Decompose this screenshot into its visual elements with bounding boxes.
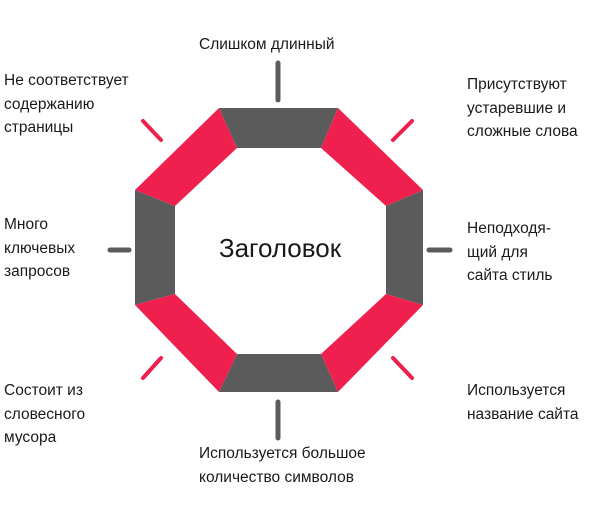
tick-top-right [391, 119, 414, 142]
tick-top-left [141, 119, 163, 142]
label-line: название сайта [467, 405, 579, 423]
tick-bottom-left [141, 356, 163, 380]
label-line: Состоит из [4, 382, 83, 399]
segment-top [219, 108, 338, 148]
label-line: запросов [4, 263, 71, 280]
label-line: Используется большое [199, 445, 366, 462]
label-line: содержанию [4, 95, 95, 113]
label-line: количество символов [199, 468, 354, 486]
label-bottom-right: Используется название сайта [467, 379, 579, 426]
label-line: сайта стиль [467, 267, 553, 284]
label-line: ключевых [4, 239, 76, 257]
label-line: сложные слова [467, 123, 578, 140]
label-line: Неподходя- [467, 220, 551, 237]
label-line: щий для [467, 243, 528, 261]
label-top-right: Присутствуют устаревшие и сложные слова [467, 73, 578, 144]
label-right: Неподходя- щий для сайта стиль [467, 217, 553, 288]
label-line: Слишком длинный [199, 36, 335, 53]
segment-top-left [135, 108, 237, 206]
label-line: Используется [467, 382, 566, 399]
label-line: мусора [4, 429, 57, 446]
label-line: словесного [4, 405, 86, 423]
label-line: Много [4, 216, 49, 233]
label-line: страницы [4, 119, 74, 136]
segment-bottom-right [321, 294, 423, 392]
segment-left [135, 190, 175, 305]
label-top: Слишком длинный [199, 33, 335, 57]
center-title: Заголовок [218, 233, 342, 263]
label-line: Присутствуют [467, 76, 567, 93]
label-line: устаревшие и [467, 99, 567, 117]
label-bottom-left: Состоит из словесного мусора [4, 379, 85, 450]
label-top-left: Не соответствует содержанию страницы [4, 69, 129, 140]
segment-bottom [219, 354, 338, 392]
segment-right [386, 190, 423, 305]
tick-bottom-right [391, 356, 414, 380]
label-line: Не соответствует [4, 72, 129, 89]
segment-bottom-left [135, 294, 237, 392]
segment-top-right [321, 108, 423, 206]
label-left: Много ключевых запросов [4, 213, 75, 284]
label-bottom: Используется большое количество символов [199, 442, 366, 489]
